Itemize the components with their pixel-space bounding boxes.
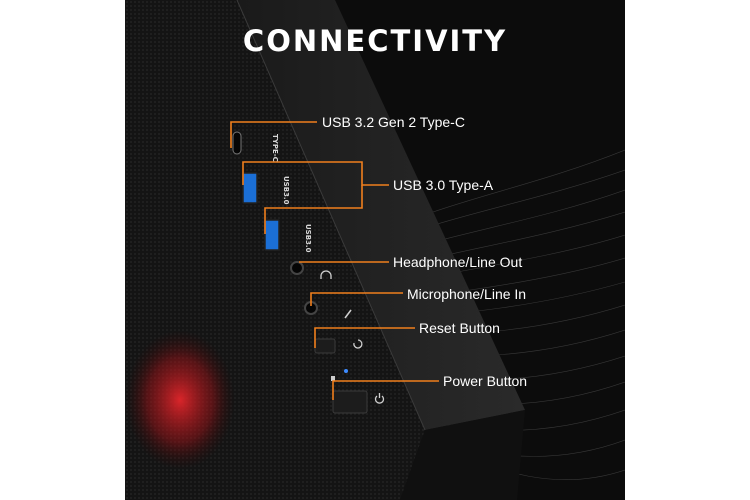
power-icon bbox=[374, 393, 385, 404]
headphone-jack bbox=[290, 261, 304, 275]
panel-edge bbox=[236, 0, 426, 431]
top-io-strip bbox=[237, 0, 525, 430]
label-microphone: Microphone/Line In bbox=[407, 286, 527, 302]
usb-c-port bbox=[232, 131, 242, 155]
power-led-icon bbox=[344, 369, 348, 373]
headphone-icon bbox=[320, 270, 332, 279]
reset-icon bbox=[353, 339, 363, 349]
power-button bbox=[332, 390, 368, 414]
red-fan-glow bbox=[125, 330, 235, 470]
callout-lines bbox=[230, 121, 439, 400]
reset-button bbox=[314, 338, 336, 354]
type-c-marking: TYPE-C bbox=[271, 134, 279, 162]
label-power: Power Button bbox=[443, 373, 528, 389]
microphone-icon bbox=[344, 309, 352, 319]
usb-top-marking: USB3.0 bbox=[282, 176, 290, 205]
label-usb-a: USB 3.0 Type-A bbox=[393, 177, 494, 193]
usb-bottom-marking: USB3.0 bbox=[304, 224, 312, 253]
label-usb-c: USB 3.2 Gen 2 Type-C bbox=[322, 114, 465, 130]
label-headphone: Headphone/Line Out bbox=[393, 254, 523, 270]
page-title: CONNECTIVITY bbox=[242, 24, 508, 58]
case-illustration bbox=[125, 0, 625, 500]
hdd-led-icon bbox=[331, 376, 335, 381]
usb-a-port-top bbox=[242, 172, 258, 204]
case-side bbox=[400, 410, 525, 500]
usb-a-port-bottom bbox=[264, 219, 280, 251]
label-reset: Reset Button bbox=[419, 320, 500, 336]
case-photo: CONNECTIVITY TYPE-C USB3.0 USB3.0 USB 3.… bbox=[125, 0, 625, 500]
